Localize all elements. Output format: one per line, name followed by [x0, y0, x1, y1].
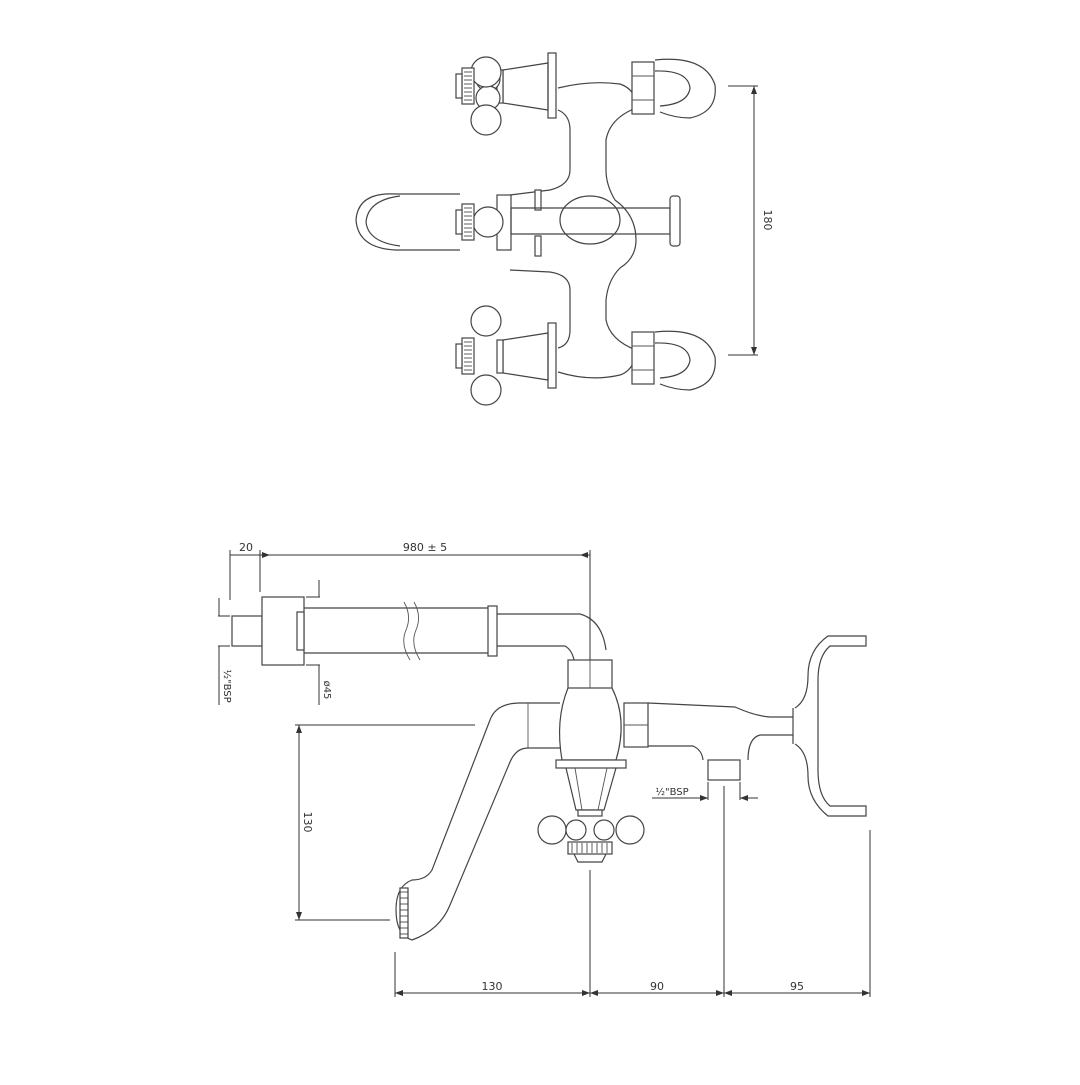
mixer-body	[537, 659, 645, 863]
bottom-valve	[455, 305, 557, 406]
top-valve	[455, 52, 557, 136]
side-view: 20 980 ± 5 ½"BSP ø45	[218, 541, 871, 997]
outlet-dimension: ½"BSP	[652, 782, 758, 801]
dim-label-180: 180	[761, 210, 774, 231]
wall-connectors	[631, 58, 716, 391]
dim-label-980: 980 ± 5	[403, 541, 447, 554]
dimension-spout-height: 130	[295, 724, 475, 921]
wall-arm	[623, 635, 867, 817]
spout	[395, 702, 560, 941]
dim-label-130-vertical: 130	[301, 812, 314, 833]
dim-label-diameter: ø45	[321, 681, 332, 700]
top-view: 180	[355, 52, 774, 406]
dimension-180: 180	[728, 85, 774, 356]
dim-label-95: 95	[790, 980, 804, 993]
dim-label-20: 20	[239, 541, 253, 554]
dim-label-bsp-outlet: ½"BSP	[655, 786, 688, 798]
hose-assembly	[231, 596, 607, 666]
hose-dimensions: 20 980 ± 5 ½"BSP ø45	[218, 541, 591, 705]
dim-label-90: 90	[650, 980, 664, 993]
dim-label-bsp-inlet: ½"BSP	[221, 669, 233, 702]
dim-label-130-horizontal: 130	[482, 980, 503, 993]
diverter-spout	[355, 189, 681, 257]
bottom-dimensions: 130 90 95	[394, 786, 871, 997]
